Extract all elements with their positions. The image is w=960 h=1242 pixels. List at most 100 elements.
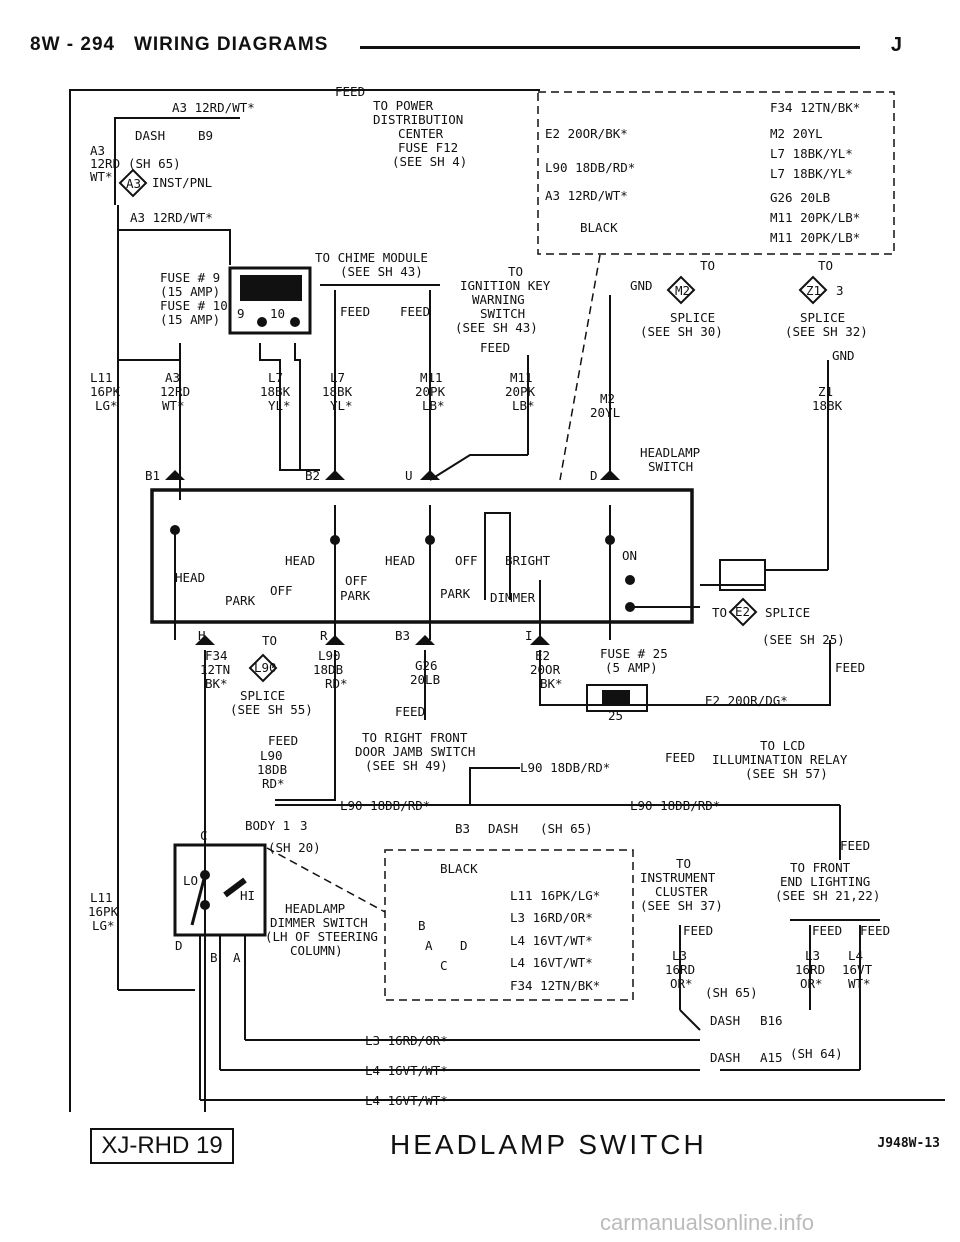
- svg-text:BK*: BK*: [205, 676, 228, 691]
- svg-text:TO RIGHT FRONT: TO RIGHT FRONT: [362, 730, 468, 745]
- svg-text:FEED: FEED: [835, 660, 865, 675]
- svg-text:FUSE # 10: FUSE # 10: [160, 298, 228, 313]
- svg-text:BRIGHT: BRIGHT: [505, 553, 551, 568]
- svg-text:C: C: [440, 958, 448, 973]
- svg-text:18BK: 18BK: [260, 384, 291, 399]
- dimmer-arm: [190, 874, 207, 926]
- svg-text:B9: B9: [198, 128, 213, 143]
- svg-text:ON: ON: [622, 548, 637, 563]
- svg-text:L90 18DB/RD*: L90 18DB/RD*: [630, 798, 720, 813]
- svg-text:(5 AMP): (5 AMP): [605, 660, 658, 675]
- svg-text:20PK: 20PK: [415, 384, 446, 399]
- svg-text:COLUMN): COLUMN): [290, 943, 343, 958]
- svg-text:25: 25: [608, 708, 623, 723]
- svg-text:M11: M11: [420, 370, 443, 385]
- svg-text:HI: HI: [240, 888, 255, 903]
- svg-text:20YL: 20YL: [590, 405, 620, 420]
- svg-text:DASH: DASH: [710, 1050, 740, 1065]
- svg-text:L90: L90: [254, 660, 277, 675]
- svg-text:M11 20PK/LB*: M11 20PK/LB*: [770, 230, 860, 245]
- svg-text:DIMMER: DIMMER: [490, 590, 536, 605]
- svg-text:18DB: 18DB: [313, 662, 343, 677]
- svg-text:GND: GND: [832, 348, 855, 363]
- watermark: carmanualsonline.info: [600, 1210, 815, 1235]
- svg-text:FUSE # 25: FUSE # 25: [600, 646, 668, 661]
- svg-text:DASH: DASH: [135, 128, 165, 143]
- svg-text:END LIGHTING: END LIGHTING: [780, 874, 870, 889]
- svg-text:RD*: RD*: [262, 776, 285, 791]
- svg-text:(SH 65): (SH 65): [540, 821, 593, 836]
- svg-text:L4: L4: [848, 948, 863, 963]
- svg-text:INST/PNL: INST/PNL: [152, 175, 212, 190]
- svg-text:L3: L3: [672, 948, 687, 963]
- svg-text:A: A: [233, 950, 241, 965]
- svg-text:(SH 65): (SH 65): [128, 156, 181, 171]
- svg-text:3: 3: [836, 283, 844, 298]
- svg-text:OFF: OFF: [455, 553, 478, 568]
- svg-text:18BK: 18BK: [322, 384, 353, 399]
- svg-text:Z1: Z1: [806, 283, 821, 298]
- svg-text:D: D: [175, 938, 183, 953]
- svg-text:TO CHIME MODULE: TO CHIME MODULE: [315, 250, 428, 265]
- svg-text:BODY 1: BODY 1: [245, 818, 290, 833]
- svg-text:16RD: 16RD: [795, 962, 825, 977]
- svg-text:GND: GND: [630, 278, 653, 293]
- svg-text:L4 16VT/WT*: L4 16VT/WT*: [510, 955, 593, 970]
- svg-text:(SEE SH 30): (SEE SH 30): [640, 324, 723, 339]
- svg-text:FEED: FEED: [395, 704, 425, 719]
- svg-text:L90: L90: [260, 748, 283, 763]
- svg-text:TO LCD: TO LCD: [760, 738, 805, 753]
- svg-text:FEED: FEED: [480, 340, 510, 355]
- svg-text:YL*: YL*: [330, 398, 353, 413]
- diamond-connectors: [118, 168, 828, 683]
- svg-text:FEED: FEED: [335, 84, 365, 99]
- svg-text:TO: TO: [262, 633, 277, 648]
- svg-text:OFF: OFF: [345, 573, 368, 588]
- svg-text:BLACK: BLACK: [440, 861, 478, 876]
- svg-text:TO: TO: [508, 264, 523, 279]
- svg-text:H: H: [198, 628, 206, 643]
- svg-text:B2: B2: [305, 468, 320, 483]
- svg-text:L90 18DB/RD*: L90 18DB/RD*: [520, 760, 610, 775]
- svg-text:A: A: [425, 938, 433, 953]
- svg-text:10: 10: [270, 306, 285, 321]
- svg-text:M2: M2: [600, 391, 615, 406]
- svg-text:TO: TO: [700, 258, 715, 273]
- fuse-elements: [170, 275, 648, 910]
- svg-text:WARNING: WARNING: [472, 292, 525, 307]
- svg-text:L90 18DB/RD*: L90 18DB/RD*: [545, 160, 635, 175]
- svg-text:20OR: 20OR: [530, 662, 561, 677]
- svg-text:L7: L7: [330, 370, 345, 385]
- svg-text:TO: TO: [818, 258, 833, 273]
- svg-text:L3 16RD/OR*: L3 16RD/OR*: [510, 910, 593, 925]
- svg-text:L4 16VT/WT*: L4 16VT/WT*: [365, 1063, 448, 1078]
- svg-text:OR*: OR*: [800, 976, 823, 991]
- svg-text:16PK: 16PK: [90, 384, 121, 399]
- svg-text:B1: B1: [145, 468, 160, 483]
- svg-text:WT*: WT*: [162, 398, 185, 413]
- svg-text:A3: A3: [90, 143, 105, 158]
- svg-text:16RD: 16RD: [665, 962, 695, 977]
- svg-text:12RD: 12RD: [90, 156, 120, 171]
- svg-text:L90: L90: [318, 648, 341, 663]
- svg-text:OFF: OFF: [270, 583, 293, 598]
- svg-text:SPLICE: SPLICE: [765, 605, 810, 620]
- svg-text:LB*: LB*: [422, 398, 445, 413]
- svg-text:L11: L11: [90, 890, 113, 905]
- vehicle-code: J: [890, 34, 902, 56]
- svg-text:L3 16RD/OR*: L3 16RD/OR*: [365, 1033, 448, 1048]
- svg-text:FUSE # 9: FUSE # 9: [160, 270, 220, 285]
- svg-text:(SH 64): (SH 64): [790, 1046, 843, 1061]
- svg-text:CLUSTER: CLUSTER: [655, 884, 708, 899]
- svg-text:WT*: WT*: [90, 169, 113, 184]
- svg-text:F34: F34: [205, 648, 228, 663]
- svg-text:G26: G26: [415, 658, 438, 673]
- svg-text:D: D: [460, 938, 468, 953]
- svg-text:LB*: LB*: [512, 398, 535, 413]
- svg-text:(SEE SH 37): (SEE SH 37): [640, 898, 723, 913]
- svg-text:YL*: YL*: [268, 398, 291, 413]
- svg-text:U: U: [405, 468, 413, 483]
- svg-text:(SH 65): (SH 65): [705, 985, 758, 1000]
- svg-text:L7: L7: [268, 370, 283, 385]
